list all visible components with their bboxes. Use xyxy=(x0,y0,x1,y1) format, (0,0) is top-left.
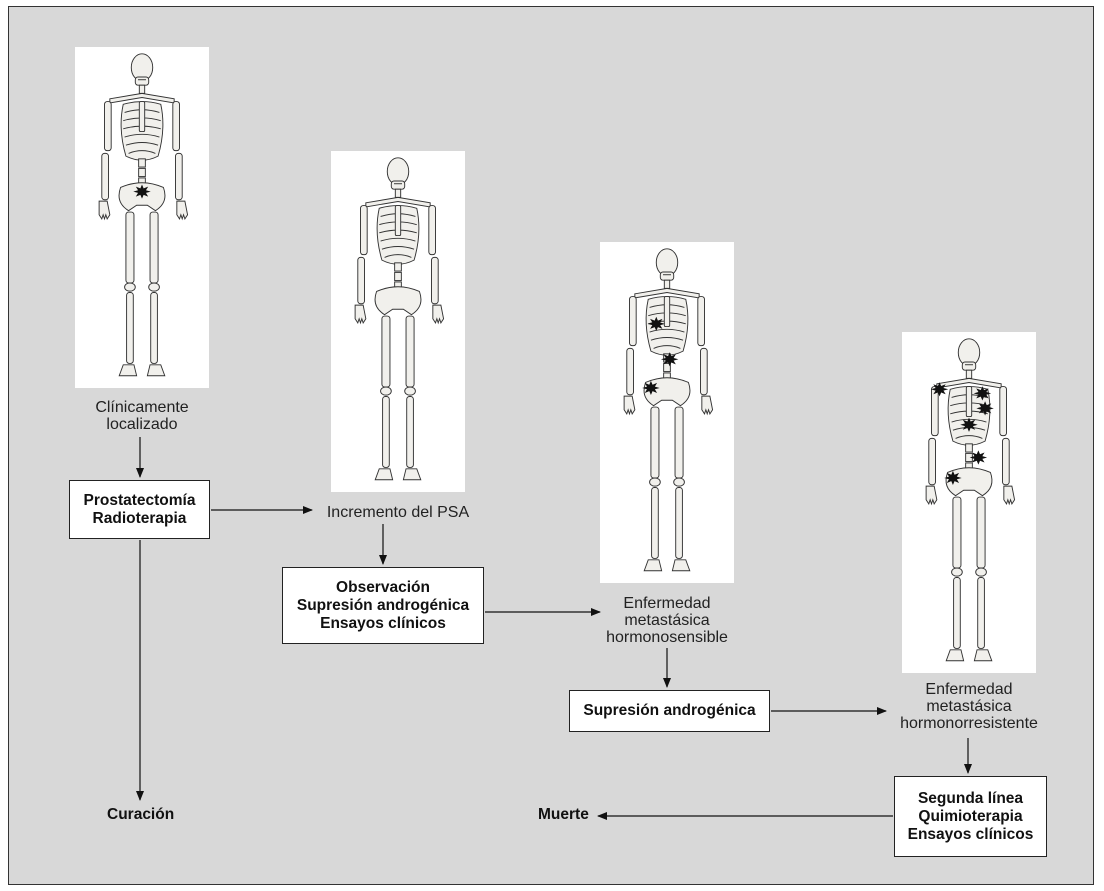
stage-localized-label: Clínicamente localizado xyxy=(62,399,222,433)
tumor-lesion-icon xyxy=(660,352,679,367)
stage-hs-line-3: hormonosensible xyxy=(606,629,728,646)
psa-management-line-1: Observación xyxy=(336,578,430,596)
stage-hormone-sensitive-label: Enfermedad metastásica hormonosensible xyxy=(587,595,747,646)
skeleton-localized-panel xyxy=(75,47,209,388)
second-line-line-2: Quimioterapia xyxy=(918,807,1023,825)
tumor-lesion-icon xyxy=(944,470,962,486)
skeleton-psa-image xyxy=(354,157,445,481)
outcome-cure: Curación xyxy=(107,806,175,823)
stage-psa-line-1: Incremento del PSA xyxy=(326,504,470,521)
tumor-lesion-icon xyxy=(976,401,994,416)
psa-management-line-3: Ensayos clínicos xyxy=(320,614,446,632)
tumor-lesion-icon xyxy=(647,316,665,331)
second-line-box: Segunda línea Quimioterapia Ensayos clín… xyxy=(894,776,1047,857)
second-line-line-1: Segunda línea xyxy=(917,789,1024,807)
psa-management-line-2: Supresión androgénica xyxy=(296,596,470,614)
second-line-line-3: Ensayos clínicos xyxy=(907,825,1034,843)
tumor-lesion-icon xyxy=(930,382,949,397)
stage-localized-line-1: Clínicamente xyxy=(95,399,189,416)
tumor-lesion-icon xyxy=(642,380,660,396)
stage-hr-line-2: metastásica xyxy=(926,698,1012,715)
primary-treatment-box: Prostatectomía Radioterapia xyxy=(69,480,210,539)
tumor-lesion-icon xyxy=(133,184,151,199)
stage-hs-line-2: metastásica xyxy=(624,612,710,629)
psa-management-box: Observación Supresión androgénica Ensayo… xyxy=(282,567,484,644)
skeleton-hormone-resistant-panel xyxy=(902,332,1036,673)
skeleton-hormone-resistant-image xyxy=(925,338,1016,662)
skeleton-localized-image xyxy=(98,53,189,377)
androgen-suppression-line-1: Supresión androgénica xyxy=(583,702,756,719)
stage-hr-line-1: Enfermedad xyxy=(925,681,1013,698)
skeleton-hormone-sensitive-image xyxy=(623,248,714,572)
stage-hormone-resistant-label: Enfermedad metastásica hormonorresistent… xyxy=(884,681,1054,732)
tumor-lesion-icon xyxy=(973,386,992,401)
skeleton-hormone-sensitive-panel xyxy=(600,242,734,583)
tumor-lesion-icon xyxy=(960,417,978,432)
stage-localized-line-2: localizado xyxy=(106,416,178,433)
primary-treatment-line-2: Radioterapia xyxy=(92,509,187,527)
stage-hs-line-1: Enfermedad xyxy=(623,595,711,612)
outcome-death: Muerte xyxy=(538,806,589,823)
stage-psa-label: Incremento del PSA xyxy=(308,504,488,521)
stage-hr-line-3: hormonorresistente xyxy=(900,715,1038,732)
skeleton-psa-panel xyxy=(331,151,465,492)
primary-treatment-line-1: Prostatectomía xyxy=(83,491,196,509)
tumor-lesion-icon xyxy=(969,450,988,465)
androgen-suppression-box: Supresión androgénica xyxy=(569,690,770,732)
